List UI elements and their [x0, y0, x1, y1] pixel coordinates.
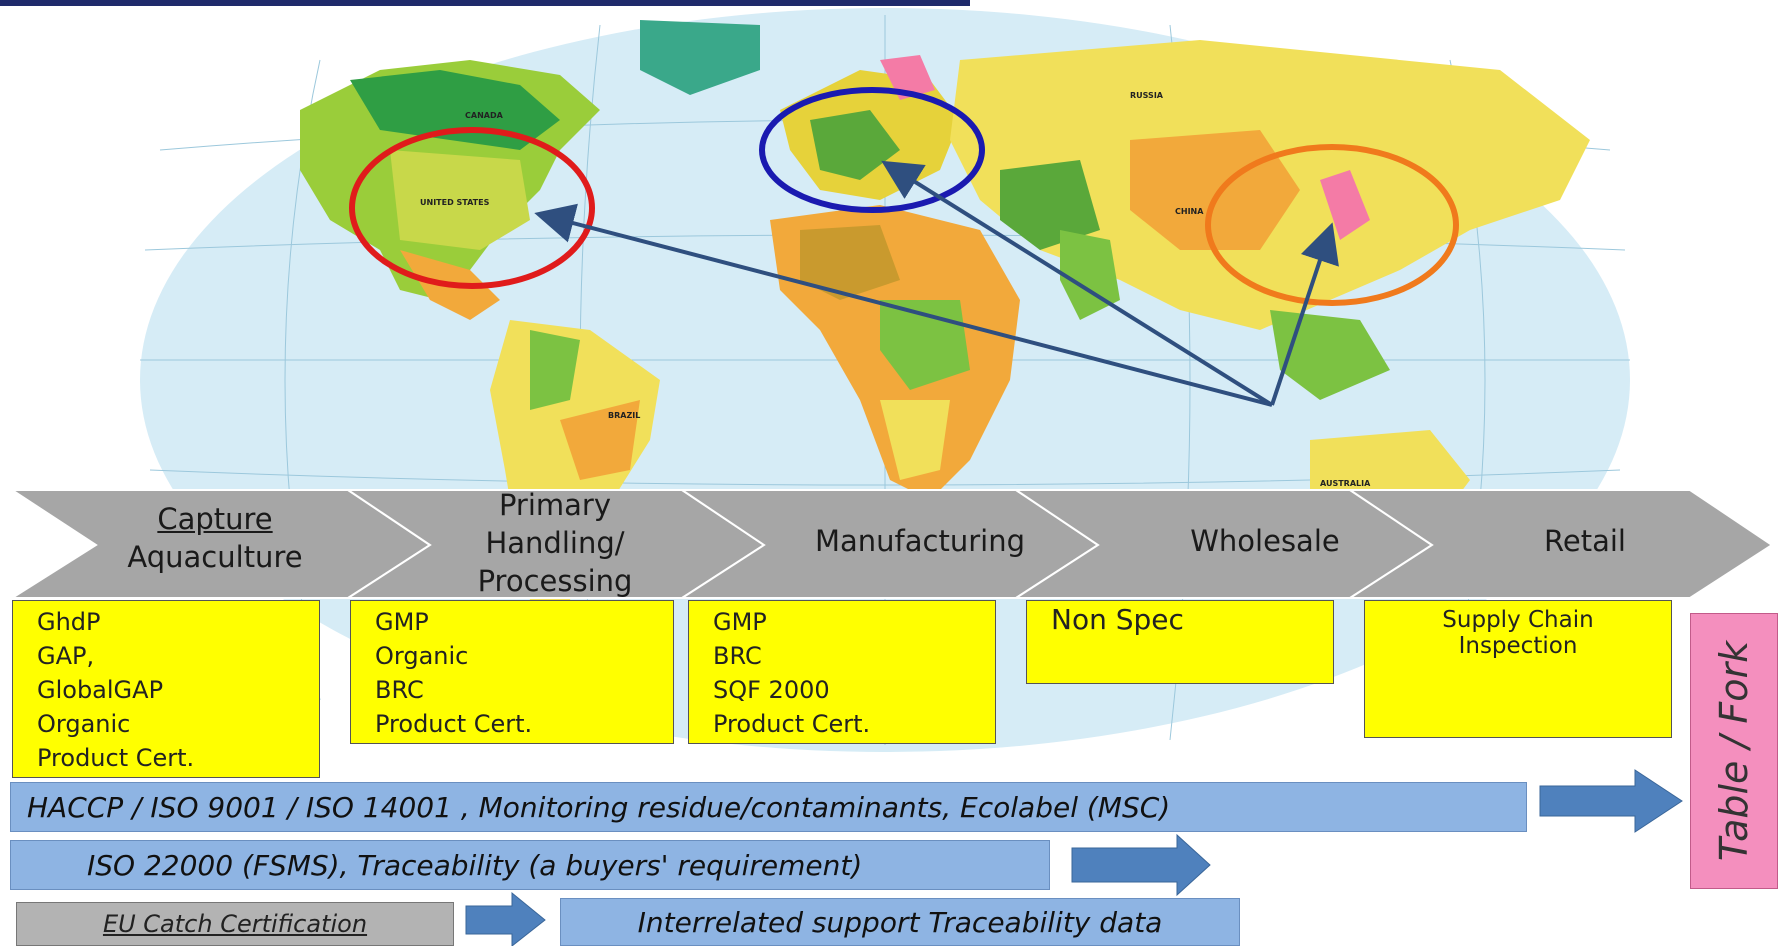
cert-item: Non Spec [1051, 603, 1184, 636]
trade-arrows [534, 160, 1339, 407]
arrow-iso22000 [1071, 833, 1211, 897]
arrow-to-europe [881, 160, 1274, 407]
circle-europe [759, 87, 985, 213]
north-america [300, 20, 760, 320]
band-interrelated: Interrelated support Traceability data [560, 898, 1240, 946]
cert-item: Inspection [1458, 633, 1578, 659]
cert-item: Product Cert. [375, 710, 533, 738]
cert-item: Product Cert. [37, 744, 195, 772]
cert-item: SQF 2000 [713, 676, 830, 704]
band-haccp: HACCP / ISO 9001 / ISO 14001 , Monitorin… [10, 782, 1527, 832]
cert-item: GMP [713, 608, 767, 636]
table-fork-label: Table / Fork [1712, 640, 1756, 862]
cert-box-retail: Supply Chain Inspection [1364, 600, 1672, 738]
stage-retail: Retail [1480, 522, 1690, 560]
stage-wholesale: Wholesale [1140, 522, 1390, 560]
arrow-to-asia [1270, 222, 1339, 406]
map-label-usa: UNITED STATES [420, 198, 490, 207]
stage-wholesale-line1: Wholesale [1190, 524, 1340, 558]
map-label-australia: AUSTRALIA [1320, 479, 1371, 488]
stage-processing-line1: Primary [498, 488, 612, 522]
stage-capture-line2: Aquaculture [127, 540, 303, 574]
circle-asia [1205, 144, 1459, 306]
band-haccp-text: HACCP / ISO 9001 / ISO 14001 , Monitorin… [27, 790, 1171, 824]
map-label-brazil: BRAZIL [608, 411, 640, 420]
cert-item: Organic [375, 642, 469, 670]
cert-box-capture: GhdP GAP, GlobalGAP Organic Product Cert… [12, 600, 320, 778]
arrow-to-table [1539, 769, 1683, 833]
arrow-eu-catch [465, 891, 546, 946]
cert-box-manufacturing: GMP BRC SQF 2000 Product Cert. [688, 600, 996, 744]
stage-manufacturing: Manufacturing [790, 522, 1050, 560]
cert-box-wholesale: Non Spec [1026, 600, 1334, 684]
band-eu-catch: EU Catch Certification [16, 902, 454, 946]
cert-item: BRC [713, 642, 762, 670]
stage-processing-line3: Processing [477, 564, 633, 598]
cert-item: Product Cert. [713, 710, 871, 738]
cert-item: GhdP [37, 608, 101, 636]
band-iso22000: ISO 22000 (FSMS), Traceability (a buyers… [10, 840, 1050, 890]
cert-item: Organic [37, 710, 131, 738]
cert-box-processing: GMP Organic BRC Product Cert. [350, 600, 674, 744]
band-iso22000-text: ISO 22000 (FSMS), Traceability (a buyers… [87, 848, 863, 882]
chevron-row [8, 489, 1774, 599]
chevron-retail [1346, 489, 1774, 599]
stage-capture-line1: Capture [157, 502, 273, 536]
cert-item: GMP [375, 608, 429, 636]
flow-arrows [465, 769, 1683, 946]
band-interrelated-text: Interrelated support Traceability data [637, 905, 1163, 939]
band-eu-catch-text: EU Catch Certification [102, 910, 368, 938]
map-label-canada: CANADA [465, 111, 504, 120]
cert-item: GlobalGAP [37, 676, 164, 704]
header-bar [0, 0, 970, 6]
circle-usa [349, 127, 595, 289]
stage-processing: Primary Handling/ Processing [440, 486, 670, 600]
asia [950, 40, 1590, 400]
stage-retail-line1: Retail [1544, 524, 1626, 558]
arrow-to-usa [534, 203, 1273, 407]
stage-capture: Capture Aquaculture [100, 500, 330, 576]
map-label-china: CHINA [1175, 207, 1204, 216]
africa [770, 205, 1020, 500]
stage-manufacturing-line1: Manufacturing [815, 524, 1025, 558]
stage-processing-line2: Handling/ [485, 526, 625, 560]
cert-item: BRC [375, 676, 424, 704]
cert-item: GAP, [37, 642, 95, 670]
cert-item: Supply Chain [1442, 607, 1594, 633]
table-fork-box: Table / Fork [1690, 613, 1778, 889]
map-label-russia: RUSSIA [1130, 91, 1164, 100]
